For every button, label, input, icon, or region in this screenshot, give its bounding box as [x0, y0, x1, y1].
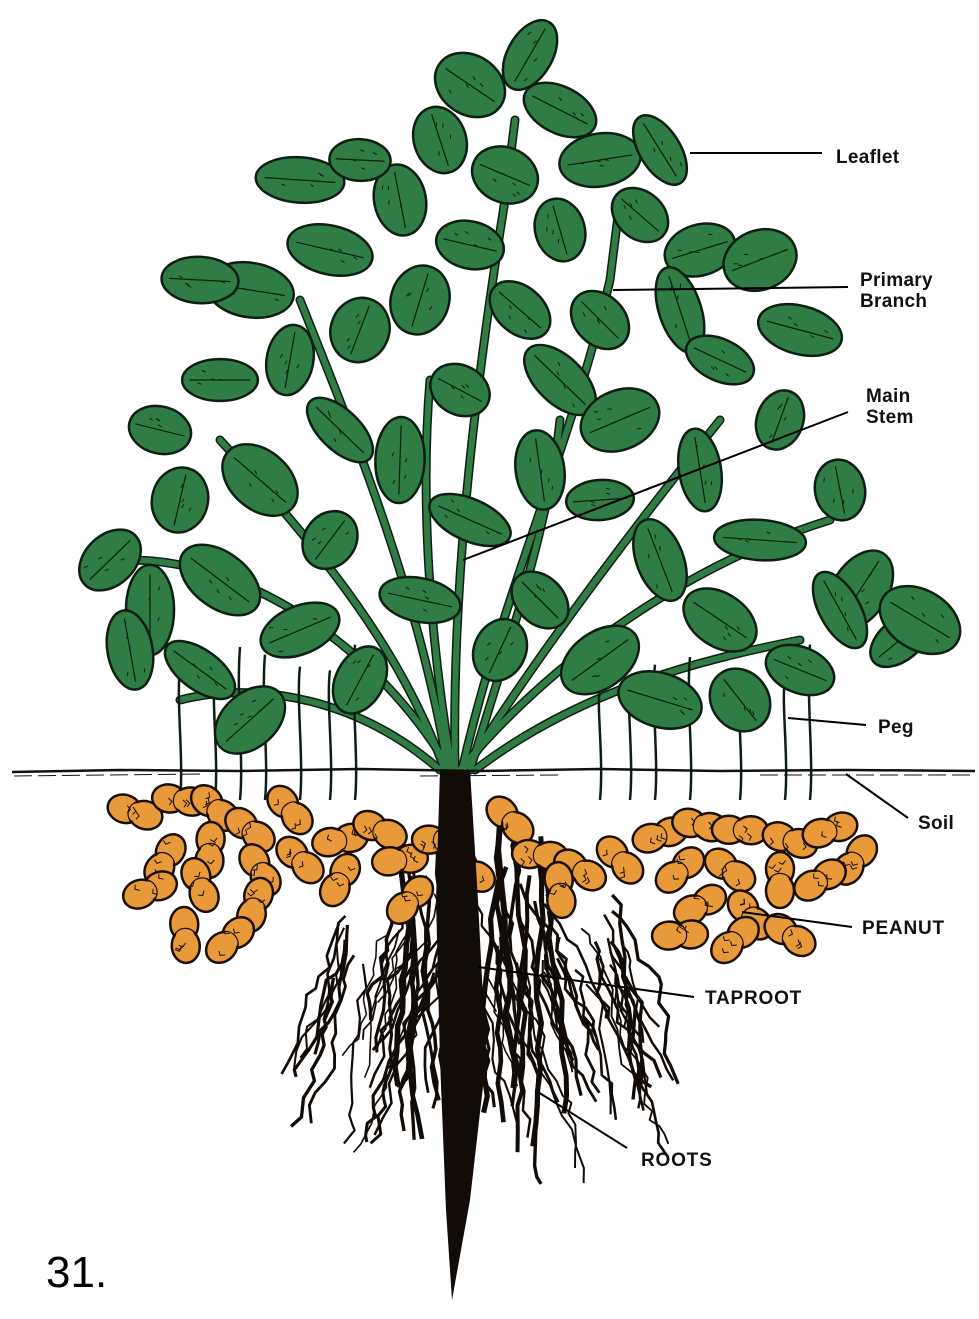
figure-number: 31.	[46, 1248, 107, 1298]
leaflet	[673, 426, 728, 515]
peanut-pod	[789, 854, 851, 907]
primary-branch-leader	[613, 287, 848, 290]
label-leaflet: Leaflet	[836, 147, 899, 168]
peg	[329, 670, 331, 800]
leaflet	[463, 137, 547, 214]
taproot	[436, 770, 486, 1300]
peg	[784, 679, 786, 800]
soil-leader	[846, 774, 908, 818]
label-primary-branch: Primary Branch	[860, 270, 933, 312]
leaflet	[374, 416, 426, 504]
leaves	[67, 11, 972, 767]
peg	[599, 693, 601, 800]
peanut-pod	[651, 920, 708, 951]
leaflet	[252, 592, 347, 669]
label-roots: ROOTS	[641, 1150, 713, 1171]
leaflet	[565, 478, 635, 523]
peanut-pod	[766, 852, 794, 908]
label-taproot: TAPROOT	[705, 988, 802, 1009]
peanut-pod	[712, 816, 768, 845]
peanut-pod	[169, 906, 201, 964]
peg-leader	[788, 718, 866, 725]
leaflet	[421, 354, 499, 426]
label-main-stem: Main Stem	[866, 386, 914, 428]
leaflet	[752, 296, 847, 365]
leaflet	[748, 384, 812, 457]
peanut-pod	[381, 870, 440, 930]
leaflet	[282, 216, 377, 283]
label-peanut: PEANUT	[862, 918, 945, 939]
label-soil: Soil	[918, 813, 954, 834]
leaflet	[559, 279, 640, 360]
peg	[179, 669, 181, 800]
soil-line	[12, 769, 975, 776]
leaflet	[810, 455, 871, 524]
peanut-pod	[314, 849, 365, 912]
leaflet	[375, 570, 464, 630]
fibrous-root	[344, 964, 367, 1144]
leaflet	[527, 193, 592, 268]
leaflet	[160, 255, 239, 305]
label-peg: Peg	[878, 717, 914, 738]
leaflet	[321, 289, 399, 371]
peg	[299, 667, 301, 800]
leaflet	[167, 530, 273, 629]
leaflet	[382, 258, 458, 342]
leaflet	[124, 400, 196, 461]
peg	[689, 657, 691, 800]
leaflet	[182, 359, 258, 401]
leaflet	[145, 462, 214, 538]
leaflet	[291, 500, 369, 580]
